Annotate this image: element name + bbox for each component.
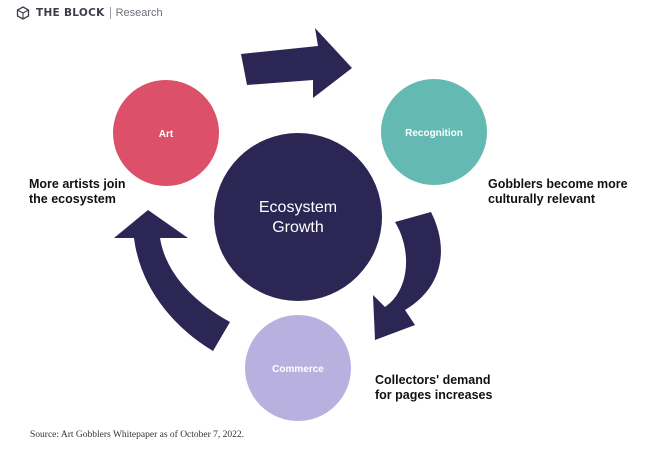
cube-icon — [16, 6, 30, 20]
caption-recognition-line-1: Gobblers become more — [488, 177, 628, 191]
caption-commerce-line-2: for pages increases — [375, 388, 493, 402]
node-art-label: Art — [159, 129, 174, 140]
brand-name: THE BLOCK — [36, 7, 105, 19]
node-recognition — [381, 79, 487, 185]
arrow-commerce-to-art — [114, 210, 230, 351]
arrow-art-to-recognition — [241, 28, 352, 98]
source-note: Source: Art Gobblers Whitepaper as of Oc… — [30, 430, 245, 440]
caption-art-line-1: More artists join — [29, 177, 126, 191]
node-art — [113, 80, 219, 186]
brand-separator — [109, 7, 111, 19]
brand-subtitle: Research — [115, 7, 163, 19]
caption-commerce: Collectors' demand for pages increases — [375, 373, 492, 403]
caption-art: More artists join the ecosystem — [29, 177, 126, 207]
brand-header: THE BLOCK Research — [16, 5, 163, 21]
caption-art-line-2: the ecosystem — [29, 192, 116, 206]
center-circle — [214, 133, 382, 301]
node-commerce — [245, 315, 351, 421]
caption-recognition: Gobblers become more culturally relevant — [488, 177, 628, 207]
center-label-line-2: Growth — [272, 219, 324, 236]
arrow-recognition-to-commerce — [373, 212, 441, 340]
center-label-line-1: Ecosystem — [259, 199, 337, 216]
caption-commerce-line-1: Collectors' demand — [375, 373, 491, 387]
node-recognition-label: Recognition — [405, 128, 463, 139]
caption-recognition-line-2: culturally relevant — [488, 192, 595, 206]
node-commerce-label: Commerce — [272, 364, 324, 375]
